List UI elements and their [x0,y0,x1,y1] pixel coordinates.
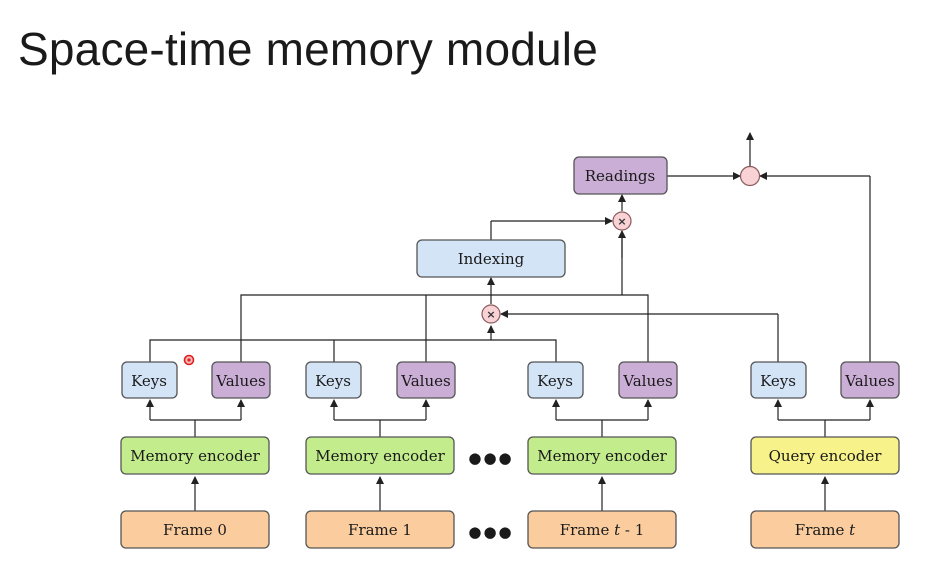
query-keys-box: Keys [750,361,807,399]
memory-encoder-1: Memory encoder [305,436,455,475]
keys-box-0: Keys [121,361,178,399]
svg-text:Memory encoder: Memory encoder [537,447,667,465]
svg-text:Query encoder: Query encoder [769,447,883,465]
slide-title: Space-time memory module [18,23,599,75]
keys-box-1: Keys [305,361,362,399]
svg-text:Keys: Keys [760,372,796,390]
ellipsis-encoder-row: ●●● [468,449,513,467]
frame-t-minus-1-box: Frame t - 1 [527,510,677,549]
keys-box-t-minus-1: Keys [527,361,584,399]
multiply-operator-upper: × [612,211,632,231]
values-box-t-minus-1: Values [618,361,678,399]
svg-text:Frame t: Frame t [795,521,856,539]
frame-t-box: Frame t [750,510,900,549]
svg-text:Values: Values [215,372,265,390]
frame-1-box: Frame 1 [305,510,455,549]
svg-text:Frame 1: Frame 1 [348,521,412,539]
frame-0-box: Frame 0 [120,510,270,549]
svg-text:Frame 0: Frame 0 [163,521,227,539]
svg-text:Memory encoder: Memory encoder [130,447,260,465]
svg-text:Values: Values [622,372,672,390]
svg-text:×: × [486,308,495,321]
svg-text:Values: Values [844,372,894,390]
svg-text:Keys: Keys [537,372,573,390]
cursor-pointer-icon [183,354,195,366]
svg-text:Memory encoder: Memory encoder [315,447,445,465]
svg-text:Frame t - 1: Frame t - 1 [560,521,645,539]
indexing-box: Indexing [416,239,566,278]
values-box-0: Values [211,361,271,399]
query-encoder: Query encoder [750,436,900,475]
svg-text:Values: Values [400,372,450,390]
svg-text:Keys: Keys [315,372,351,390]
memory-encoder-t-minus-1: Memory encoder [527,436,677,475]
values-box-1: Values [396,361,456,399]
svg-text:Keys: Keys [131,372,167,390]
svg-text:×: × [617,215,626,228]
concat-operator [739,165,761,187]
ellipsis-frame-row: ●●● [468,523,513,541]
readings-box: Readings [573,156,668,195]
query-values-box: Values [840,361,900,399]
multiply-operator-lower: × [481,304,501,324]
memory-encoder-0: Memory encoder [120,436,270,475]
connections [146,132,874,511]
svg-text:Readings: Readings [585,167,655,185]
svg-text:Indexing: Indexing [458,250,525,268]
